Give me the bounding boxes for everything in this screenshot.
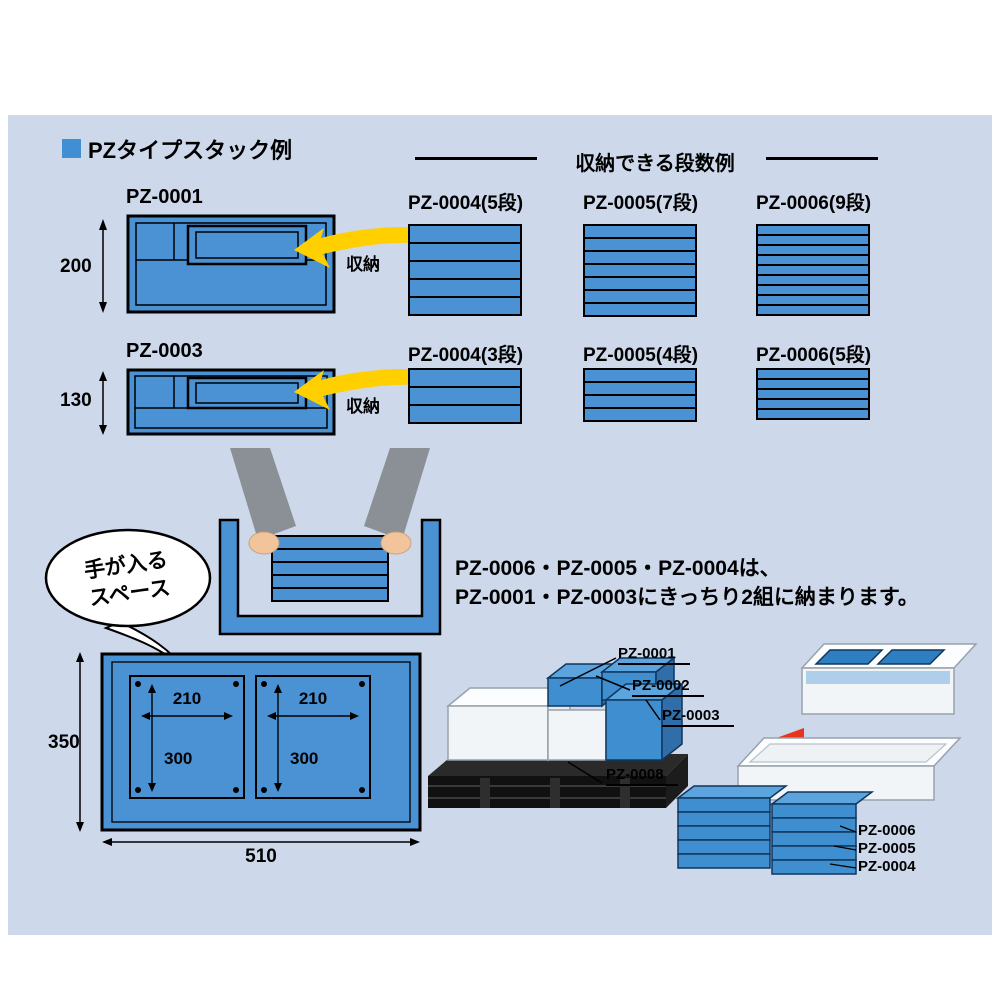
- pallet-label-pz0008: PZ-0008: [606, 766, 678, 786]
- pallet: [428, 754, 688, 808]
- left-hand: [248, 531, 280, 555]
- tray: [408, 386, 522, 406]
- rule-left: [415, 157, 537, 160]
- comp2-width: 210: [299, 689, 327, 708]
- rule-right: [766, 157, 878, 160]
- white-container-pz0008: [547, 709, 607, 761]
- dimension-diagram: 210 300 210 300 350: [48, 652, 422, 867]
- storage-arrow-row1: [294, 227, 440, 268]
- tray-stack-pz0006-5: [756, 368, 870, 420]
- comp2-height: 300: [290, 749, 318, 768]
- container-with-trays: [800, 643, 978, 715]
- height-dimension-200: 200: [60, 256, 92, 277]
- right-arm: [364, 448, 430, 540]
- u-container: [218, 518, 442, 636]
- height-dimension-130: 130: [60, 390, 92, 411]
- hand-space-bubble: [44, 528, 212, 671]
- stack-label: PZ-0005(7段): [583, 193, 699, 214]
- comp1-width: 210: [173, 689, 201, 708]
- leader-pz0008: [567, 761, 603, 784]
- container-label-pz0001: PZ-0001: [126, 186, 203, 208]
- comp1-height: 300: [164, 749, 192, 768]
- tray: [756, 304, 870, 316]
- stack-label: PZ-0004(3段): [408, 345, 524, 366]
- tray-stack-pz0004-3: [408, 368, 522, 424]
- tray-stack-right: [769, 791, 875, 875]
- tray-stack-left: [675, 785, 789, 869]
- container-label-pz0003: PZ-0003: [126, 340, 203, 362]
- leader-pz0006: [839, 825, 857, 833]
- tray-stack-pz0005-4: [583, 368, 697, 422]
- container-drawing-pz0003: [126, 368, 336, 436]
- tray-type-label-pz0006: PZ-0006: [858, 822, 916, 839]
- columns-header: 収納できる段数例: [575, 153, 735, 175]
- container-drawing-pz0001: [126, 214, 336, 314]
- leader-pz0005: [833, 845, 857, 851]
- leader-pz0004: [829, 863, 857, 869]
- tray: [583, 302, 697, 317]
- tray: [408, 296, 522, 316]
- leader-pz0002: [595, 675, 631, 691]
- tray: [756, 408, 870, 420]
- tray: [408, 224, 522, 244]
- leader-pz0001: [559, 657, 617, 687]
- dimension-arrow-130: [99, 371, 107, 435]
- inserted-tray-stack: [271, 535, 389, 602]
- pallet-label-pz0003: PZ-0003: [662, 707, 734, 727]
- outer-width-dim: 510: [245, 846, 277, 867]
- storage-arrow-label-row1: 収納: [346, 255, 380, 274]
- tray-stack-pz0005-7: [583, 224, 697, 317]
- compartment-2: 210 300: [255, 675, 371, 799]
- empty-container: [736, 737, 962, 801]
- tray-stack-pz0006-9: [756, 224, 870, 316]
- fit-note-line2: PZ-0001・PZ-0003にきっちり2組に納まります。: [455, 586, 919, 609]
- pallet-illustration: [428, 643, 978, 875]
- storage-arrow-row2: [294, 369, 440, 410]
- tray-type-label-pz0004: PZ-0004: [858, 858, 916, 875]
- tray: [408, 242, 522, 262]
- pallet-label-pz0002: PZ-0002: [632, 677, 704, 697]
- leader-pz0003: [645, 699, 661, 721]
- right-hand: [380, 531, 412, 555]
- stack-label: PZ-0005(4段): [583, 345, 699, 366]
- stack-label: PZ-0004(5段): [408, 193, 524, 214]
- header-bullet-square: [62, 139, 81, 158]
- hands-placing-illustration: [218, 448, 442, 636]
- tray-type-label-pz0005: PZ-0005: [858, 840, 916, 857]
- left-arm: [230, 448, 296, 540]
- storage-arrow-label-row2: 収納: [346, 397, 380, 416]
- stack-label: PZ-0006(9段): [756, 193, 872, 214]
- dimension-arrow-200: [99, 219, 107, 313]
- tray: [583, 407, 697, 422]
- fit-note-line1: PZ-0006・PZ-0005・PZ-0004は、: [455, 557, 781, 580]
- stack-label: PZ-0006(5段): [756, 345, 872, 366]
- tray-stack-pz0004-5: [408, 224, 522, 316]
- tray: [408, 260, 522, 280]
- outer-height-dim: 350: [48, 732, 80, 753]
- pallet-label-pz0001: PZ-0001: [618, 645, 690, 665]
- tray: [408, 404, 522, 424]
- bubble-ellipse: [44, 528, 212, 628]
- tray: [408, 278, 522, 298]
- compartment-1: 210 300: [129, 675, 245, 799]
- tray: [408, 368, 522, 388]
- page-title: PZタイプスタック例: [88, 138, 293, 163]
